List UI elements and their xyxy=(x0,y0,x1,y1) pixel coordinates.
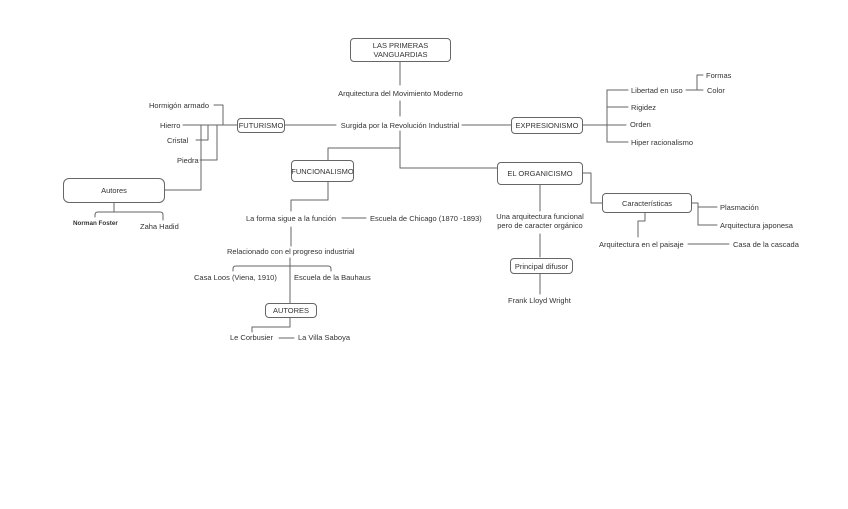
node-orden[interactable]: Orden xyxy=(630,120,651,129)
node-futurismo[interactable]: FUTURISMO xyxy=(237,118,285,133)
node-la-villa-saboya[interactable]: La Villa Saboya xyxy=(298,333,350,342)
connector-line xyxy=(399,130,498,169)
connector-line xyxy=(251,317,291,333)
node-color[interactable]: Color xyxy=(707,86,725,95)
connector-line xyxy=(637,212,646,238)
connector-line xyxy=(164,124,202,191)
connector-line xyxy=(213,104,224,126)
node-autores-funcionalismo[interactable]: AUTORES xyxy=(265,303,317,318)
node-hiper-racionalismo[interactable]: Hiper racionalismo xyxy=(631,138,694,147)
node-principal-difusor[interactable]: Principal difusor xyxy=(510,258,573,274)
node-el-organicismo[interactable]: EL ORGANICISMO xyxy=(497,162,583,185)
connector-line xyxy=(696,74,704,91)
node-arquitectura-mov-moderno[interactable]: Arquitectura del Movimiento Moderno xyxy=(338,89,463,98)
node-arquitectura-funcional-organica[interactable]: Una arquitectura funcional pero de carac… xyxy=(496,212,584,230)
node-cristal[interactable]: Cristal xyxy=(167,136,189,145)
node-caracteristicas[interactable]: Características xyxy=(602,193,692,213)
connector-line xyxy=(327,147,401,161)
connector-group xyxy=(94,61,730,339)
node-zaha-hadid[interactable]: Zaha Hadid xyxy=(140,222,179,231)
node-libertad-en-uso[interactable]: Libertad en uso xyxy=(631,86,683,95)
node-norman-foster[interactable]: Norman Foster xyxy=(73,220,118,227)
node-le-corbusier[interactable]: Le Corbusier xyxy=(230,333,273,342)
connector-line xyxy=(195,124,209,141)
node-casa-cascada[interactable]: Casa de la cascada xyxy=(733,240,799,249)
connector-line xyxy=(232,265,332,272)
node-arquitectura-japonesa[interactable]: Arquitectura japonesa xyxy=(720,221,793,230)
node-escuela-chicago[interactable]: Escuela de Chicago (1870 -1893) xyxy=(370,214,482,223)
node-autores-materiales[interactable]: Autores xyxy=(63,178,165,203)
node-la-forma-sigue-funcion[interactable]: La forma sigue a la función xyxy=(246,214,337,223)
node-casa-loos[interactable]: Casa Loos (Viena, 1910) xyxy=(194,273,277,282)
connector-line xyxy=(290,181,329,212)
node-hormigon-armado[interactable]: Hormigón armado xyxy=(149,101,210,110)
node-piedra[interactable]: Piedra xyxy=(177,156,199,165)
connector-line xyxy=(94,211,164,221)
connector-line xyxy=(691,202,699,226)
node-plasmacion[interactable]: Plasmación xyxy=(720,203,759,212)
node-funcionalismo[interactable]: FUNCIONALISMO xyxy=(291,160,354,182)
node-formas[interactable]: Formas xyxy=(706,71,732,80)
connector-line xyxy=(199,124,218,161)
node-expresionismo[interactable]: EXPRESIONISMO xyxy=(511,117,583,134)
node-rigidez[interactable]: Rigidez xyxy=(631,103,657,112)
node-surgida-revolucion[interactable]: Surgida por la Revolución Industrial xyxy=(340,121,460,130)
node-escuela-bauhaus[interactable]: Escuela de la Bauhaus xyxy=(294,273,371,282)
node-arquitectura-paisaje[interactable]: Arquitectura en el paisaje xyxy=(599,240,684,249)
node-hierro[interactable]: Hierro xyxy=(160,121,181,130)
node-relacionado-progreso[interactable]: Relacionado con el progreso industrial xyxy=(227,247,355,256)
node-frank-lloyd-wright[interactable]: Frank Lloyd Wright xyxy=(508,296,571,305)
node-las-primeras-vanguardias[interactable]: LAS PRIMERAS VANGUARDIAS xyxy=(350,38,451,62)
connector-line xyxy=(582,172,603,204)
